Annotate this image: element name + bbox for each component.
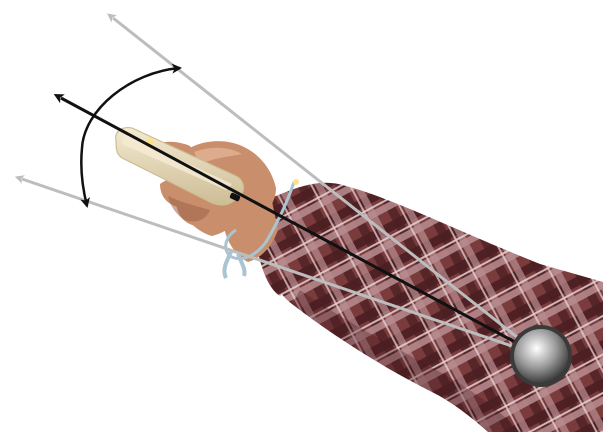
pivot-sphere-body <box>514 329 568 383</box>
strap-clip <box>293 179 299 185</box>
pivot-sphere <box>510 325 572 387</box>
